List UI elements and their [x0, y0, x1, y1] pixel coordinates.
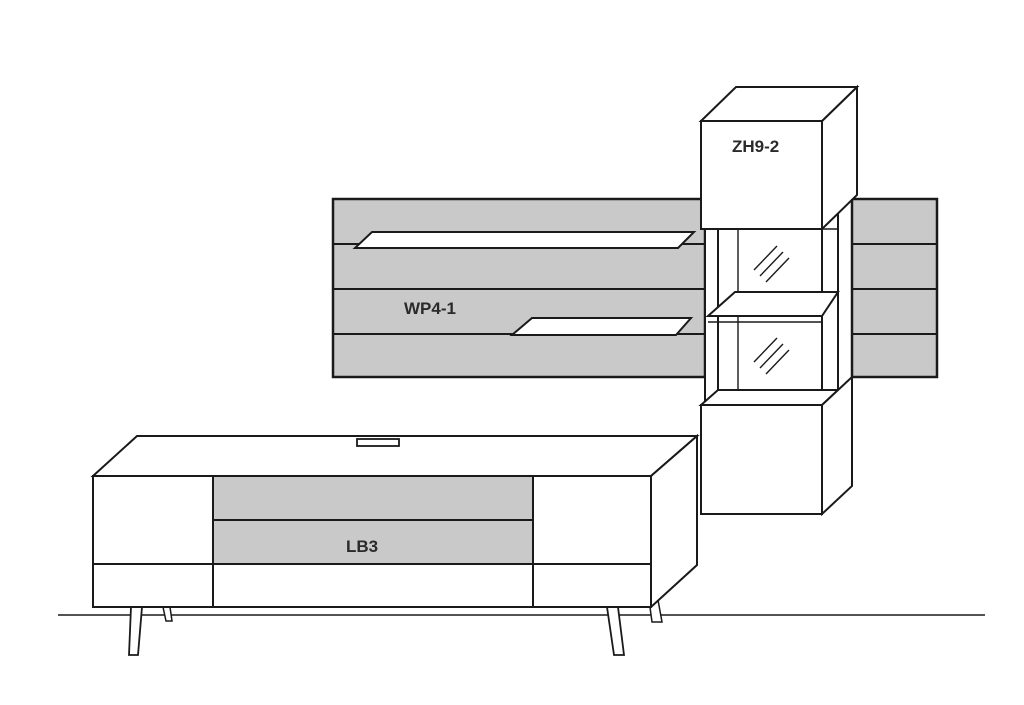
lowboard-leg: [162, 606, 173, 622]
cable-outlet: [356, 438, 400, 447]
wall-panel-wp4-1: WP4-1: [331, 197, 707, 379]
drawer-front-upper: [212, 475, 534, 521]
vitrine-label: ZH9-2: [732, 137, 779, 156]
floating-shelf-lower: [509, 317, 694, 336]
lowboard-label: LB3: [346, 537, 378, 556]
lowboard-lb3: LB3: [90, 433, 700, 656]
vitrine-bottom-box: [700, 404, 823, 515]
vitrine-top-box: [700, 120, 823, 230]
vitrine-glass-shelf: [705, 291, 840, 317]
lowboard-leg: [605, 606, 626, 656]
glass-reflection-marks: [753, 245, 790, 375]
vitrine-bottom-lid: [698, 389, 841, 406]
lowboard-leg: [128, 606, 143, 656]
vitrine-zh9-2: ZH9-2: [698, 84, 860, 517]
floating-shelf-upper: [352, 231, 697, 249]
wall-panel-label: WP4-1: [404, 299, 456, 318]
wall-panel-right-strip: [850, 197, 939, 379]
